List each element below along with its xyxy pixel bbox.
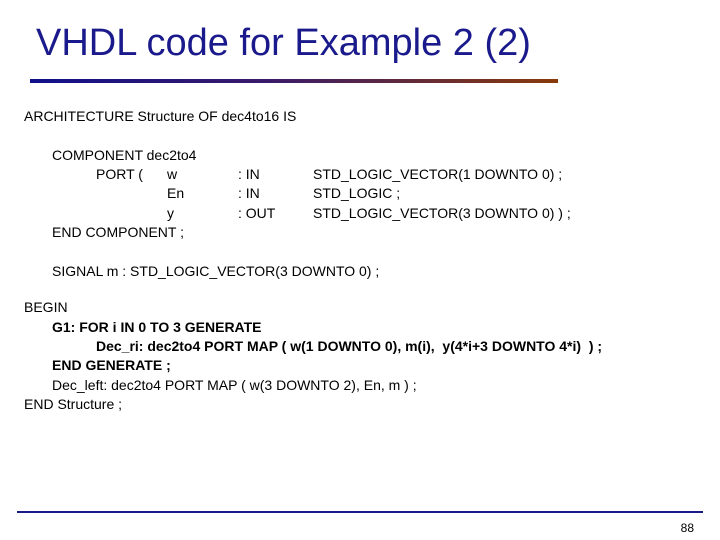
end-generate-line: END GENERATE ; — [52, 357, 171, 373]
port-name-w: w — [167, 166, 178, 182]
dec-ri-line: Dec_ri: dec2to4 PORT MAP ( w(1 DOWNTO 0)… — [96, 338, 603, 354]
architecture-line: ARCHITECTURE Structure OF dec4to16 IS — [24, 108, 297, 124]
signal-line: SIGNAL m : STD_LOGIC_VECTOR(3 DOWNTO 0) … — [52, 263, 380, 279]
generate-line: G1: FOR i IN 0 TO 3 GENERATE — [52, 319, 262, 335]
end-component-line: END COMPONENT ; — [52, 224, 184, 240]
begin-line: BEGIN — [24, 299, 68, 315]
footer-rule — [17, 511, 703, 513]
end-structure-line: END Structure ; — [24, 396, 123, 412]
port-open: PORT ( — [96, 166, 143, 182]
dec-left-line: Dec_left: dec2to4 PORT MAP ( w(3 DOWNTO … — [52, 377, 417, 393]
port-name-y: y — [167, 205, 174, 221]
port-mode-w: : IN — [238, 166, 260, 182]
port-name-en: En — [167, 185, 185, 201]
port-type-w: STD_LOGIC_VECTOR(1 DOWNTO 0) ; — [313, 166, 563, 182]
component-line: COMPONENT dec2to4 — [52, 147, 197, 163]
title-underline — [30, 79, 558, 83]
port-type-en: STD_LOGIC ; — [313, 185, 401, 201]
port-mode-en: : IN — [238, 185, 260, 201]
page-number: 88 — [680, 521, 694, 535]
port-type-y: STD_LOGIC_VECTOR(3 DOWNTO 0) ) ; — [313, 205, 571, 221]
port-mode-y: : OUT — [238, 205, 276, 221]
slide-title: VHDL code for Example 2 (2) — [36, 22, 531, 64]
